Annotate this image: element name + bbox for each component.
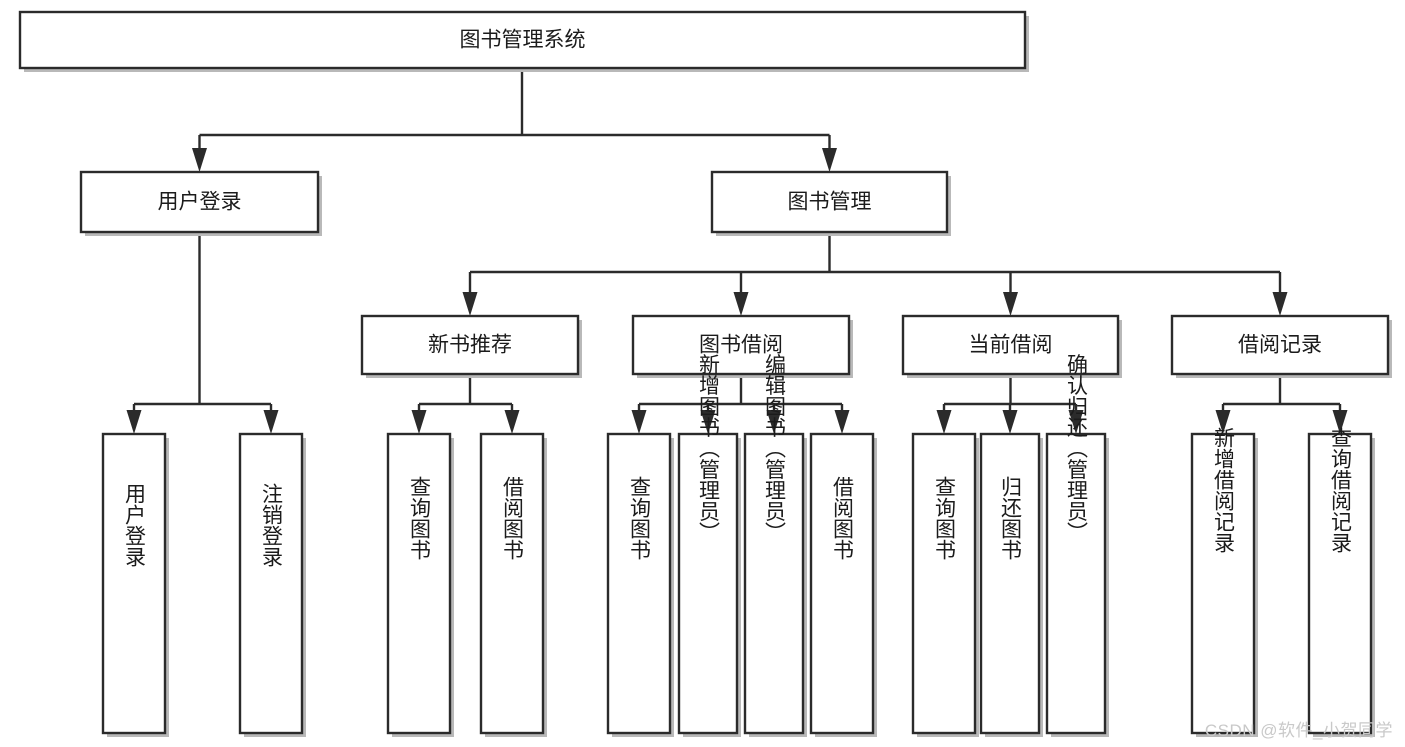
leaf-borrow-book-recommend-label: 借阅图书 [501,476,525,560]
leaf-add-book-admin-label: 新增图书（管理员） [697,354,721,543]
arrow-head-leaf-logout [263,410,279,434]
edge-bookmanage-to-level3 [462,232,1288,316]
arrow-head-leaf-add-record [1215,410,1231,434]
node-borrow-record-rect [1170,314,1390,376]
node-new-book-recommend[interactable]: 新书推荐 [360,314,582,378]
edge-borrowrecord-to-leaves [1215,374,1348,434]
leaf-return-book[interactable]: 归还图书 [979,432,1043,737]
leaf-confirm-return-admin-label: 确认归还（管理员） [1065,354,1089,543]
node-user-login[interactable]: 用户登录 [79,170,322,236]
node-root-rect [18,10,1027,70]
arrow-head-leaf-query-book-1 [411,410,427,434]
leaf-user-login[interactable]: 用户登录 [101,432,169,737]
edge-currentborrow-to-leaves [936,374,1084,434]
leaf-query-book-current-label: 查询图书 [933,476,957,560]
node-new-book-recommend-label: 新书推荐 [428,334,512,357]
leaf-query-book-borrow-label: 查询图书 [628,476,652,560]
arrow-head-new-book [462,292,478,316]
arrow-head-leaf-edit-book [766,410,782,434]
leaf-logout-label: 注销登录 [260,483,284,567]
node-user-login-label: 用户登录 [158,191,242,214]
arrow-head-book-borrow [733,292,749,316]
node-borrow-record[interactable]: 借阅记录 [1170,314,1392,378]
node-current-borrow-label: 当前借阅 [969,334,1053,357]
arrow-head-leaf-user-login [126,410,142,434]
leaf-user-login-label: 用户登录 [123,483,147,567]
node-book-manage-label: 图书管理 [788,191,872,214]
leaf-query-book-current[interactable]: 查询图书 [911,432,979,737]
node-book-borrow-label: 图书借阅 [699,334,783,357]
leaf-add-borrow-record[interactable]: 新增借阅记录 [1190,427,1258,737]
leaf-borrow-book-borrow[interactable]: 借阅图书 [809,432,877,737]
node-borrow-record-label: 借阅记录 [1238,334,1322,357]
leaf-query-borrow-record-label: 查询借阅记录 [1329,427,1353,553]
node-current-borrow-rect [901,314,1120,376]
arrow-head-leaf-borrow-book-2 [834,410,850,434]
arrow-head-leaf-borrow-book-1 [504,410,520,434]
arrow-head-leaf-query-record [1332,410,1348,434]
leaf-borrow-book-borrow-label: 借阅图书 [831,476,855,560]
leaf-add-book-admin-rect [677,432,739,735]
leaf-query-book-borrow-rect [606,432,672,735]
leaf-query-borrow-record[interactable]: 查询借阅记录 [1307,427,1375,737]
leaf-return-book-label: 归还图书 [999,476,1023,560]
arrow-head-leaf-return-book [1002,410,1018,434]
node-root-system[interactable]: 图书管理系统 [18,10,1029,72]
leaf-confirm-return-admin-rect [1045,432,1107,735]
node-new-book-recommend-rect [360,314,580,376]
arrow-head-leaf-query-book-3 [936,410,952,434]
leaf-query-book-current-rect [911,432,977,735]
leaf-edit-book-admin[interactable]: 编辑图书（管理员） [743,354,807,738]
leaf-logout-rect [238,432,304,735]
arrow-head-user-login [192,148,207,172]
leaf-user-login-rect [101,432,167,735]
leaf-borrow-book-recommend-rect [479,432,545,735]
node-book-manage[interactable]: 图书管理 [710,170,951,236]
edge-newbook-to-leaves [411,374,520,434]
watermark-csdn: CSDN @软件_小贺同学 [1204,721,1393,740]
node-book-borrow[interactable]: 图书借阅 [631,314,853,378]
node-user-login-rect [79,170,320,234]
node-book-manage-rect [710,170,949,234]
leaf-query-book-recommend[interactable]: 查询图书 [386,432,454,737]
leaf-add-borrow-record-label: 新增借阅记录 [1212,427,1236,553]
leaf-query-book-borrow[interactable]: 查询图书 [606,432,674,737]
node-current-borrow[interactable]: 当前借阅 [901,314,1122,378]
leaf-query-book-recommend-rect [386,432,452,735]
leaf-borrow-book-borrow-rect [809,432,875,735]
connector-layer [126,68,1348,434]
node-root-label: 图书管理系统 [460,29,586,52]
arrow-head-book-manage [822,148,837,172]
leaf-query-book-recommend-label: 查询图书 [408,476,432,560]
leaf-logout[interactable]: 注销登录 [238,432,306,737]
leaf-return-book-rect [979,432,1041,735]
edge-bookborrow-to-leaves [631,374,850,434]
leaf-add-borrow-record-rect [1190,432,1256,735]
arrow-head-current-borrow [1003,292,1018,316]
arrow-head-leaf-add-book [700,410,716,434]
leaf-query-borrow-record-rect [1307,432,1373,735]
leaf-edit-book-admin-rect [743,432,805,735]
leaf-add-book-admin[interactable]: 新增图书（管理员） [677,354,741,738]
leaf-edit-book-admin-label: 编辑图书（管理员） [763,354,787,543]
arrow-head-leaf-query-book-2 [631,410,647,434]
edge-userlogin-to-leaves [126,232,279,434]
arrow-head-borrow-record [1272,292,1288,316]
arrow-head-leaf-confirm-return [1068,410,1084,434]
leaf-confirm-return-admin[interactable]: 确认归还（管理员） [1045,354,1109,738]
leaf-borrow-book-recommend[interactable]: 借阅图书 [479,432,547,737]
edge-root-to-level2 [192,68,837,172]
node-book-borrow-rect [631,314,851,376]
